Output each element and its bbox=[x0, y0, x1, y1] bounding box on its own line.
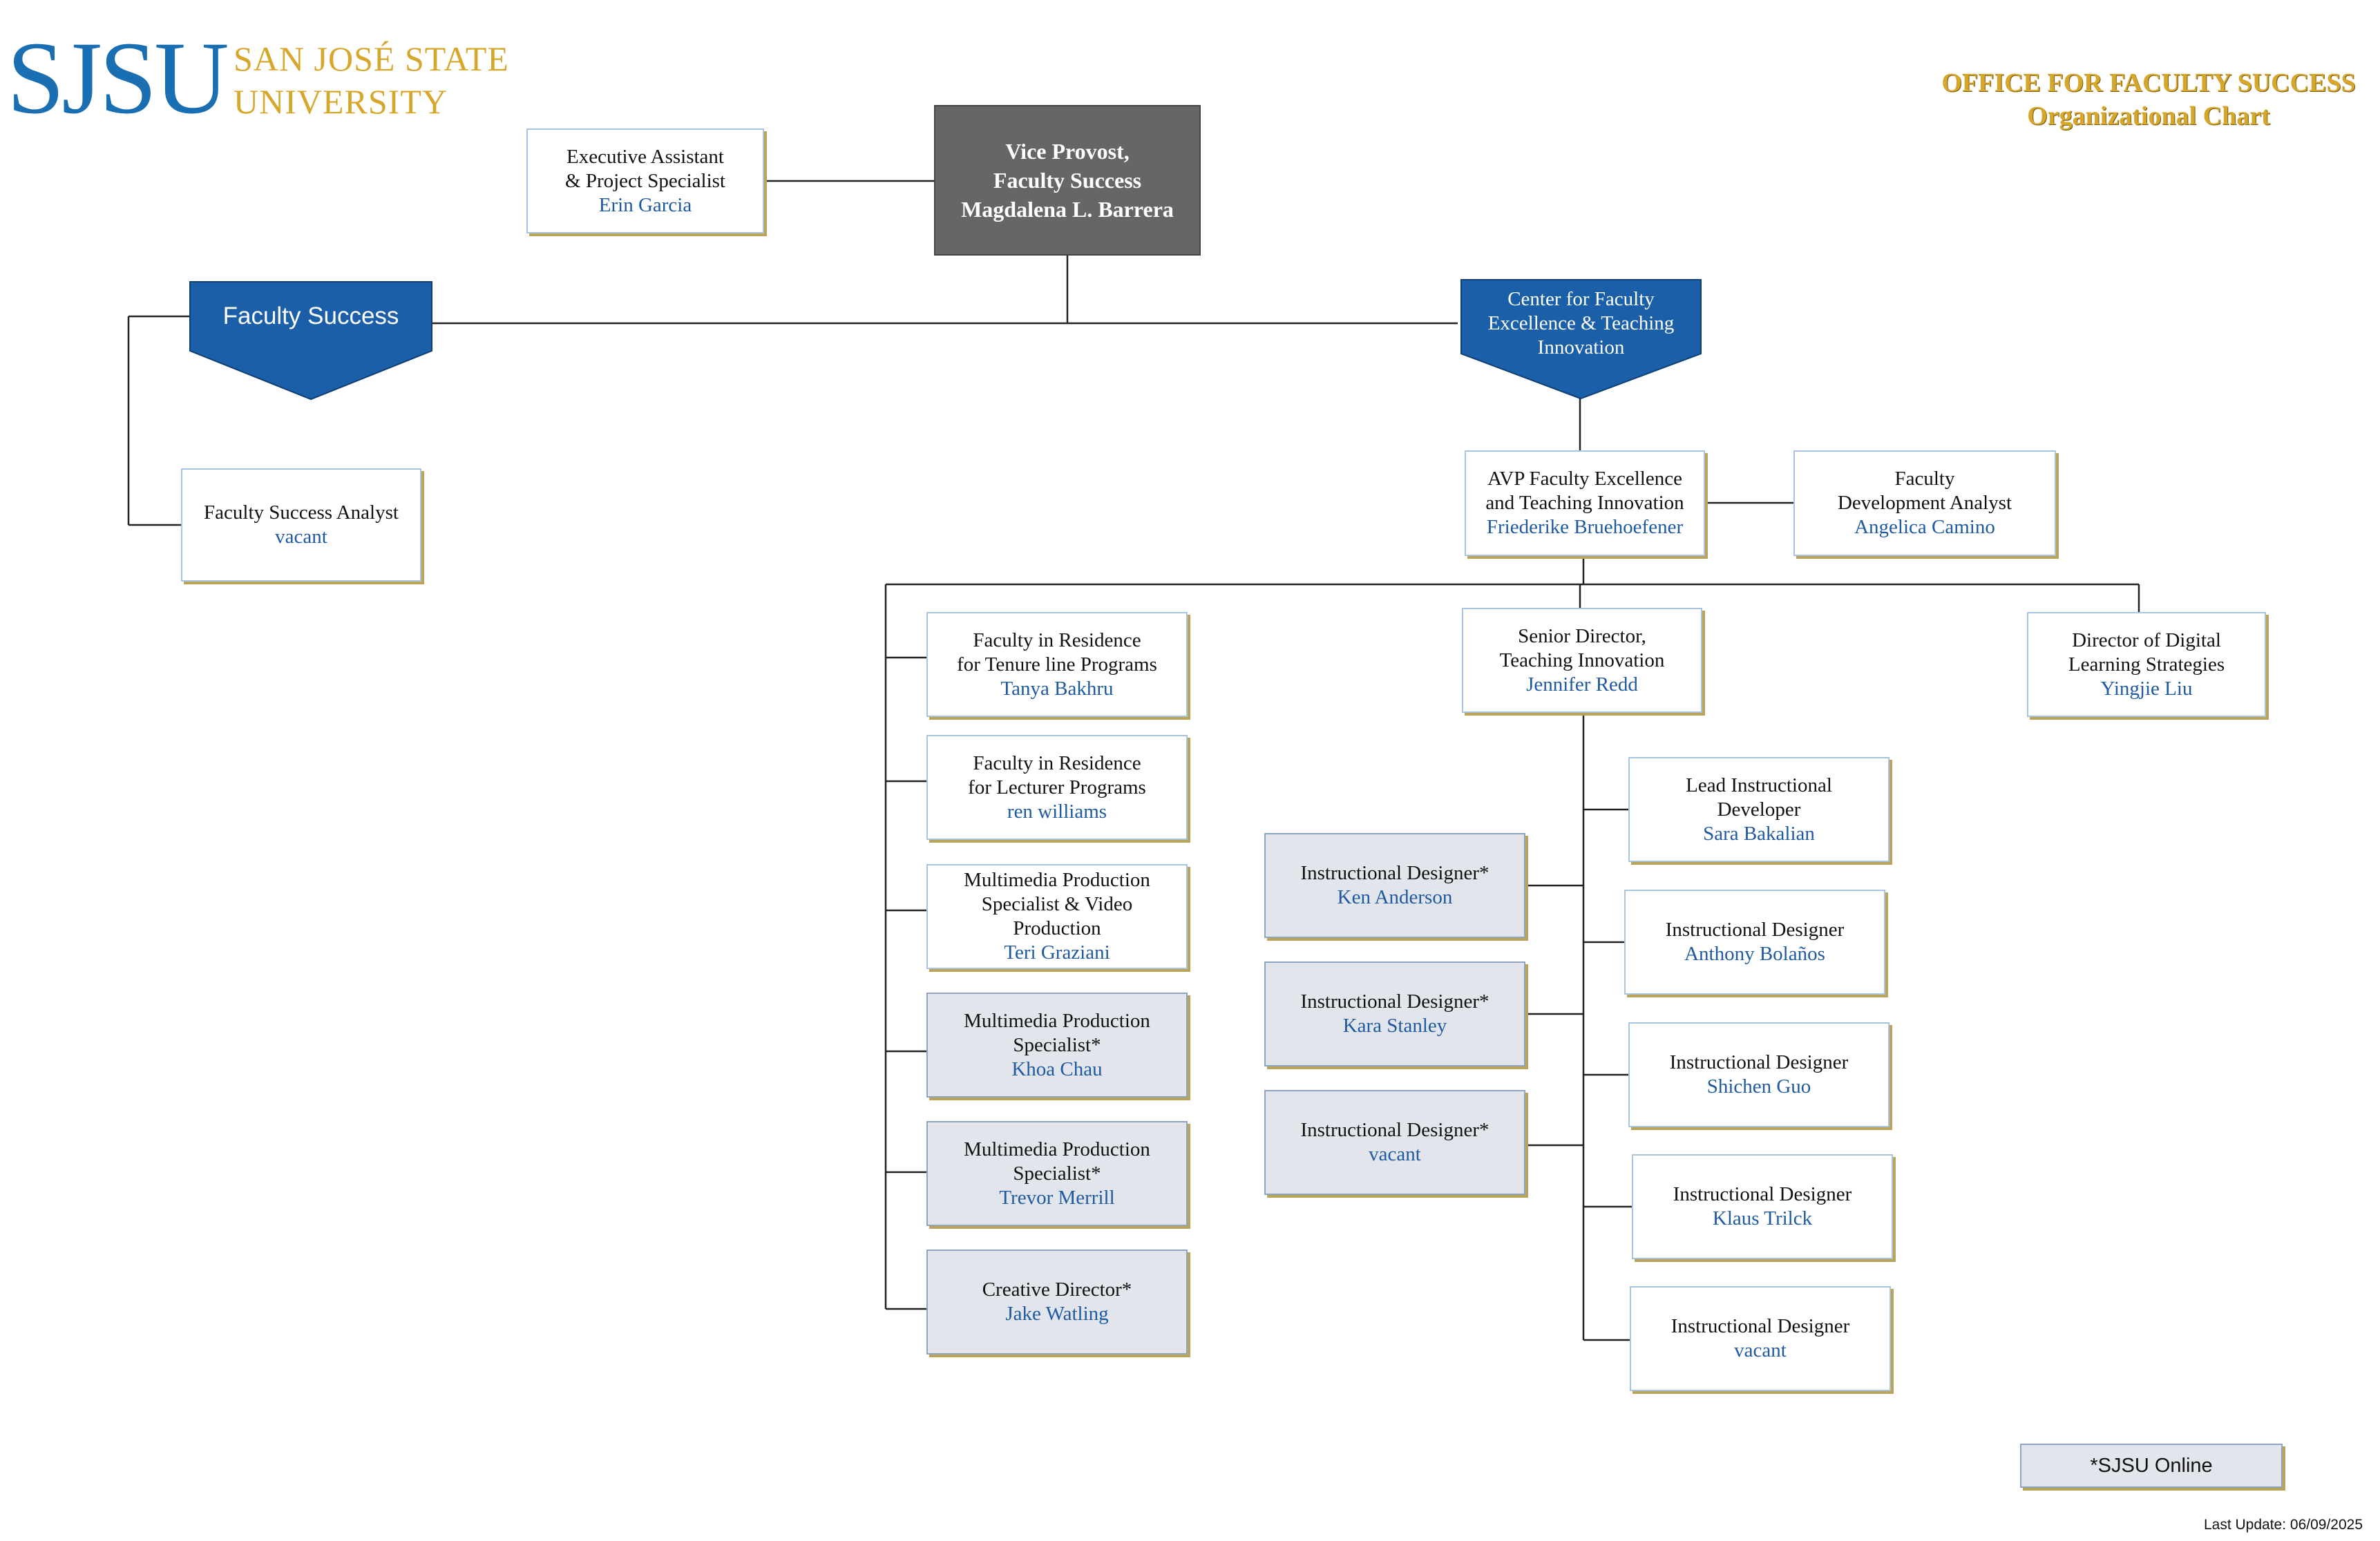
box-title1: Faculty in Residence bbox=[973, 752, 1141, 774]
box-title2: for Lecturer Programs bbox=[968, 776, 1146, 798]
box-name: Jake Watling bbox=[1005, 1303, 1109, 1325]
mid-left-box-1: Instructional Designer* Kara Stanley bbox=[1264, 961, 1525, 1066]
box-name: Klaus Trilck bbox=[1712, 1207, 1813, 1229]
box-name: Anthony Bolaños bbox=[1684, 943, 1825, 965]
fs-analyst-title: Faculty Success Analyst bbox=[204, 501, 399, 524]
senior-director-title1: Senior Director, bbox=[1518, 624, 1646, 647]
faculty-success-shield bbox=[189, 281, 432, 401]
box-title2: for Tenure line Programs bbox=[957, 653, 1157, 676]
left-col-box-3: Multimedia Production Specialist* Khoa C… bbox=[926, 993, 1188, 1098]
mid-right-box-4: Instructional Designer vacant bbox=[1630, 1286, 1891, 1391]
fda-title1: Faculty bbox=[1894, 468, 1955, 490]
director-digital-title1: Director of Digital bbox=[2072, 629, 2221, 651]
box-name: Khoa Chau bbox=[1011, 1057, 1103, 1080]
fda-box: Faculty Development Analyst Angelica Cam… bbox=[1793, 450, 2056, 556]
mid-right-box-3: Instructional Designer Klaus Trilck bbox=[1632, 1154, 1893, 1259]
box-name: Kara Stanley bbox=[1342, 1015, 1447, 1037]
exec-assistant-title2: & Project Specialist bbox=[565, 169, 725, 192]
box-title1: Instructional Designer bbox=[1673, 1183, 1852, 1205]
box-name: Teri Graziani bbox=[1004, 941, 1110, 964]
logo-name-line1: SAN JOSÉ STATE bbox=[234, 39, 509, 78]
sjsu-logo-name: SAN JOSÉ STATE UNIVERSITY bbox=[234, 37, 509, 123]
box-title2: Specialist* bbox=[1013, 1033, 1101, 1056]
box-title1: Instructional Designer* bbox=[1300, 862, 1489, 884]
box-name: Sara Bakalian bbox=[1703, 822, 1815, 845]
vice-provost-box: Vice Provost, Faculty Success Magdalena … bbox=[934, 105, 1201, 256]
director-digital-box: Director of Digital Learning Strategies … bbox=[2027, 612, 2266, 717]
box-title3: Production bbox=[1013, 917, 1101, 939]
box-title1: Instructional Designer bbox=[1669, 1051, 1849, 1073]
avp-title1: AVP Faculty Excellence bbox=[1487, 468, 1682, 490]
fda-title2: Development Analyst bbox=[1837, 492, 2012, 514]
box-title2: Developer bbox=[1717, 798, 1801, 821]
cfeti-shield bbox=[1460, 279, 1702, 400]
box-title1: Instructional Designer* bbox=[1300, 1119, 1489, 1141]
mid-left-box-0: Instructional Designer* Ken Anderson bbox=[1264, 833, 1525, 938]
box-title1: Instructional Designer* bbox=[1300, 990, 1489, 1013]
box-title1: Faculty in Residence bbox=[973, 629, 1141, 651]
left-col-box-2: Multimedia Production Specialist & Video… bbox=[926, 864, 1188, 969]
box-name: Ken Anderson bbox=[1337, 886, 1453, 908]
avp-box: AVP Faculty Excellence and Teaching Inno… bbox=[1465, 450, 1705, 556]
last-update: Last Update: 06/09/2025 bbox=[2203, 1517, 2363, 1533]
office-title-line1: OFFICE FOR FACULTY SUCCESS bbox=[1941, 68, 2356, 97]
director-digital-name: Yingjie Liu bbox=[2100, 677, 2193, 700]
box-title1: Multimedia Production bbox=[964, 1009, 1150, 1032]
box-name: ren williams bbox=[1007, 800, 1107, 823]
mid-right-box-1: Instructional Designer Anthony Bolaños bbox=[1624, 890, 1885, 995]
fda-name: Angelica Camino bbox=[1854, 516, 1995, 538]
box-title1: Multimedia Production bbox=[964, 869, 1150, 891]
cfeti-label: Center for Faculty Excellence & Teaching… bbox=[1461, 282, 1701, 365]
box-name: vacant bbox=[1734, 1339, 1787, 1361]
cfeti-line2: Excellence & Teaching bbox=[1487, 312, 1675, 334]
logo-name-line2: UNIVERSITY bbox=[234, 82, 448, 121]
box-title1: Lead Instructional bbox=[1686, 774, 1832, 796]
faculty-success-label: Faculty Success bbox=[222, 303, 399, 329]
left-col-box-4: Multimedia Production Specialist* Trevor… bbox=[926, 1121, 1188, 1226]
exec-assistant-box: Executive Assistant & Project Specialist… bbox=[526, 128, 764, 233]
box-title2: Specialist & Video bbox=[981, 893, 1133, 915]
box-title1: Multimedia Production bbox=[964, 1138, 1150, 1160]
office-title-line2: Organizational Chart bbox=[2027, 102, 2270, 131]
senior-director-title2: Teaching Innovation bbox=[1499, 649, 1665, 671]
director-digital-title2: Learning Strategies bbox=[2068, 653, 2225, 676]
legend-sjsu-online: *SJSU Online bbox=[2020, 1444, 2283, 1488]
exec-assistant-title1: Executive Assistant bbox=[567, 145, 724, 168]
left-col-box-0: Faculty in Residence for Tenure line Pro… bbox=[926, 612, 1188, 717]
box-name: Shichen Guo bbox=[1706, 1075, 1811, 1098]
box-title1: Instructional Designer bbox=[1670, 1315, 1850, 1337]
avp-title2: and Teaching Innovation bbox=[1485, 492, 1684, 514]
box-name: Trevor Merrill bbox=[999, 1186, 1115, 1209]
mid-left-box-2: Instructional Designer* vacant bbox=[1264, 1090, 1525, 1195]
exec-assistant-name: Erin Garcia bbox=[598, 193, 692, 216]
mid-right-box-2: Instructional Designer Shichen Guo bbox=[1628, 1022, 1889, 1127]
senior-director-box: Senior Director, Teaching Innovation Jen… bbox=[1462, 608, 1702, 713]
fs-analyst-box: Faculty Success Analyst vacant bbox=[181, 468, 421, 582]
left-col-box-5: Creative Director* Jake Watling bbox=[926, 1250, 1188, 1355]
box-title2: Specialist* bbox=[1013, 1162, 1101, 1185]
vp-line1: Vice Provost, bbox=[1005, 139, 1130, 164]
mid-right-box-0: Lead Instructional Developer Sara Bakali… bbox=[1628, 757, 1889, 862]
sjsu-logo-mark: SJSU bbox=[7, 21, 229, 135]
box-title1: Instructional Designer bbox=[1665, 919, 1845, 941]
box-name: vacant bbox=[1369, 1143, 1421, 1165]
cfeti-line1: Center for Faculty bbox=[1507, 287, 1655, 310]
senior-director-name: Jennifer Redd bbox=[1526, 673, 1638, 696]
avp-name: Friederike Bruehoefener bbox=[1486, 516, 1684, 538]
cfeti-line3: Innovation bbox=[1537, 336, 1625, 358]
fs-analyst-name: vacant bbox=[275, 526, 327, 548]
box-name: Tanya Bakhru bbox=[1000, 677, 1114, 700]
left-col-box-1: Faculty in Residence for Lecturer Progra… bbox=[926, 735, 1188, 840]
vp-line2: Faculty Success bbox=[993, 168, 1142, 193]
office-title: OFFICE FOR FACULTY SUCCESS Organizationa… bbox=[1921, 66, 2377, 133]
box-title1: Creative Director* bbox=[982, 1279, 1132, 1301]
vp-line3: Magdalena L. Barrera bbox=[961, 197, 1174, 222]
